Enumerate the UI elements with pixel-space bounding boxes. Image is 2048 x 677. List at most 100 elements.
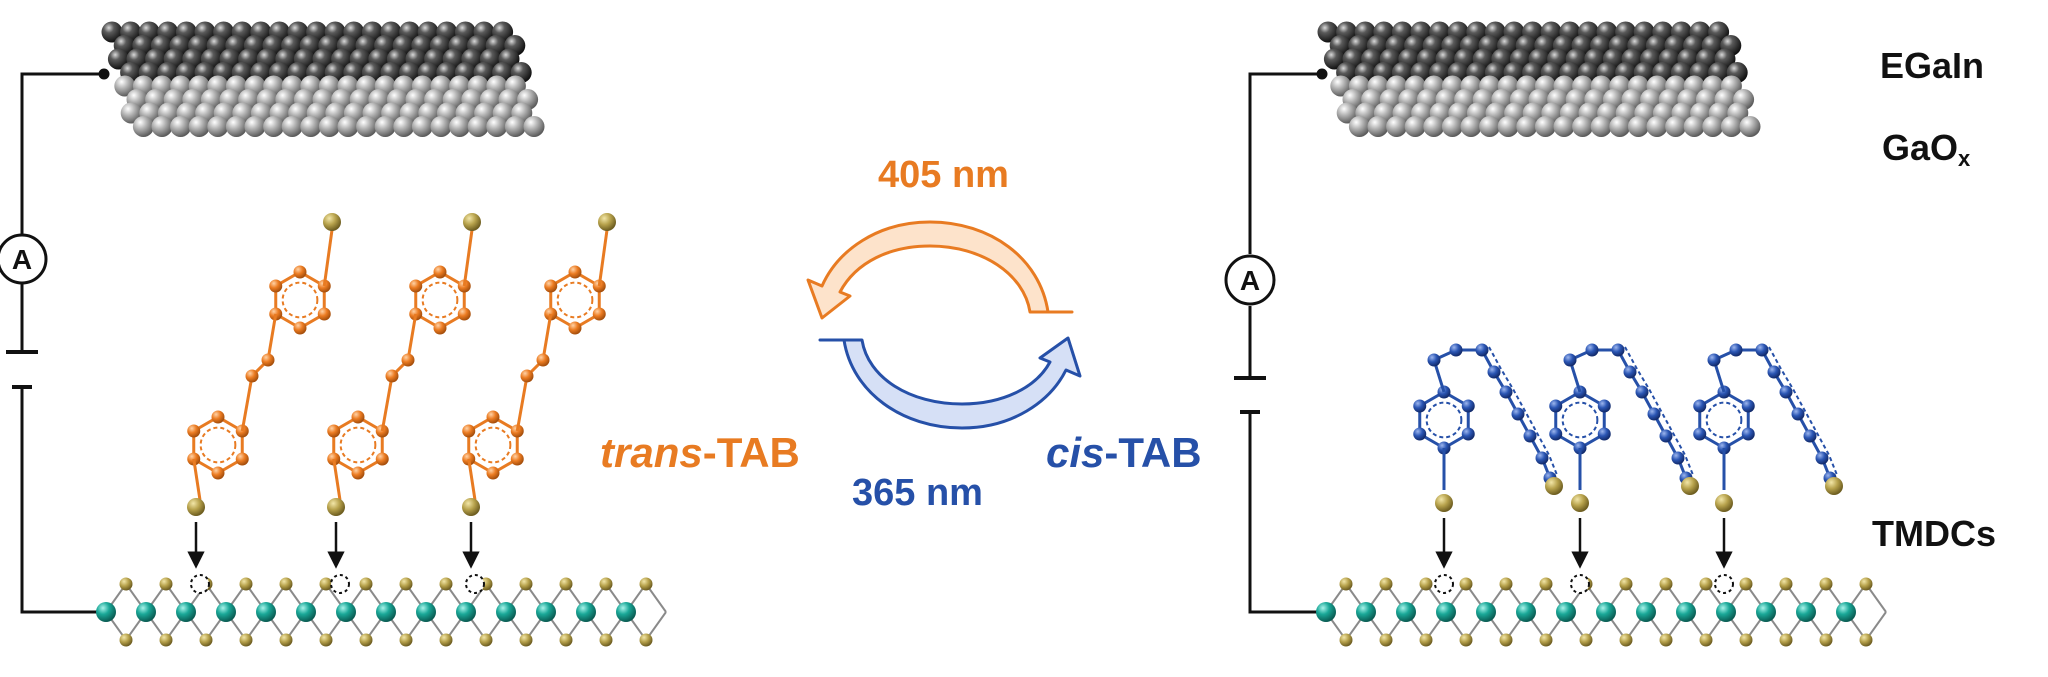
metal-atom (576, 602, 596, 622)
aromatic-ring (556, 281, 594, 319)
sulfur-atom (1659, 577, 1673, 591)
metal-atom (1356, 602, 1376, 622)
egain-sphere (300, 116, 322, 137)
carbon-atom (235, 452, 249, 466)
sulfur-atom (327, 498, 345, 516)
sulfur-atom (1571, 494, 1589, 512)
switch-arrow-405 (806, 220, 1074, 320)
sulfur-atom (159, 633, 173, 647)
arm-atom (1659, 429, 1673, 443)
sulfur-atom (639, 633, 653, 647)
bent-arm-bonds (1568, 348, 1688, 479)
metal-atom (336, 602, 356, 622)
cis-tab-molecule (1413, 343, 1563, 594)
sulfur-atom (1825, 477, 1843, 495)
sulfur-atom (159, 577, 173, 591)
sulfur-atom (599, 633, 613, 647)
label-trans-tab: trans-TAB (600, 432, 800, 474)
egain-sphere (374, 116, 396, 137)
sulfur-atom (519, 577, 533, 591)
aromatic-ring (199, 426, 237, 464)
sulfur-atom (599, 577, 613, 591)
arm-atom (1487, 365, 1501, 379)
sulfur-atom (1699, 577, 1713, 591)
metal-atom (1596, 602, 1616, 622)
arm-atom (1523, 429, 1537, 443)
sulfur-vacancy (190, 574, 210, 594)
carbon-atom (1461, 399, 1475, 413)
egain-sphere (1441, 116, 1463, 137)
circuit-right (1234, 68, 1328, 618)
carbon-atom (462, 424, 476, 438)
sulfur-atom (1339, 633, 1353, 647)
sulfur-atom (462, 498, 480, 516)
carbon-atom (293, 321, 307, 335)
metal-atom (1796, 602, 1816, 622)
trans-tab-molecule (462, 213, 616, 594)
arm-atom (1791, 407, 1805, 421)
sulfur-atom (1859, 577, 1873, 591)
thiol-bond (597, 229, 609, 287)
label-365nm: 365 nm (852, 472, 983, 514)
carbon-atom (211, 410, 225, 424)
arm-atom (1475, 343, 1489, 357)
sulfur-atom (1715, 494, 1733, 512)
egain-sphere (1627, 116, 1649, 137)
aromatic-arm (1624, 346, 1694, 476)
carbon-atom (351, 410, 365, 424)
trans-tab-molecule (187, 213, 341, 594)
egain-sphere (1590, 116, 1612, 137)
sulfur-atom (1619, 577, 1633, 591)
sulfur-atom (1681, 477, 1699, 495)
egain-electrode-right (1317, 21, 1761, 137)
aromatic-ring (1425, 401, 1463, 439)
egain-sphere (467, 116, 489, 137)
metal-atom (1316, 602, 1336, 622)
metal-atom (96, 602, 116, 622)
carbon-atom (211, 466, 225, 480)
tmdc-substrate-right (1316, 577, 1887, 647)
egain-sphere (1553, 116, 1575, 137)
sulfur-atom (1419, 577, 1433, 591)
sulfur-atom (1545, 477, 1563, 495)
egain-sphere (188, 116, 210, 137)
metal-atom (296, 602, 316, 622)
arm-atom (1449, 343, 1463, 357)
egain-sphere (523, 116, 545, 137)
egain-sphere (1609, 116, 1631, 137)
carbon-atom (433, 321, 447, 335)
sulfur-atom (519, 633, 533, 647)
carbon-atom (568, 321, 582, 335)
arm-atom (1563, 353, 1577, 367)
arm-atom (1511, 407, 1525, 421)
arm-atom (1671, 451, 1685, 465)
sulfur-atom (187, 498, 205, 516)
carbon-atom (1597, 399, 1611, 413)
carbon-atom (568, 265, 582, 279)
sulfur-atom (1819, 633, 1833, 647)
thiol-bond (467, 458, 477, 501)
cis-prefix: cis (1046, 429, 1105, 476)
sulfur-atom (359, 577, 373, 591)
arm-atom (1755, 343, 1769, 357)
arm-atom (1427, 353, 1441, 367)
arm-atom (1635, 385, 1649, 399)
metal-atom (416, 602, 436, 622)
egain-electrode-left (101, 21, 545, 137)
sulfur-vacancy (1714, 574, 1734, 594)
sulfur-vacancy (1434, 574, 1454, 594)
sulfur-atom (1739, 633, 1753, 647)
carbon-atom (1413, 427, 1427, 441)
aromatic-ring (1705, 401, 1743, 439)
sulfur-atom (1539, 577, 1553, 591)
carbon-atom (1597, 427, 1611, 441)
sulfur-atom (1539, 633, 1553, 647)
sulfur-atom (279, 577, 293, 591)
nitrogen-atom (385, 369, 399, 383)
egain-sphere (1423, 116, 1445, 137)
egain-sphere (1665, 116, 1687, 137)
arm-atom (1499, 385, 1513, 399)
sulfur-atom (463, 213, 481, 231)
egain-sphere (1646, 116, 1668, 137)
carbon-atom (486, 410, 500, 424)
